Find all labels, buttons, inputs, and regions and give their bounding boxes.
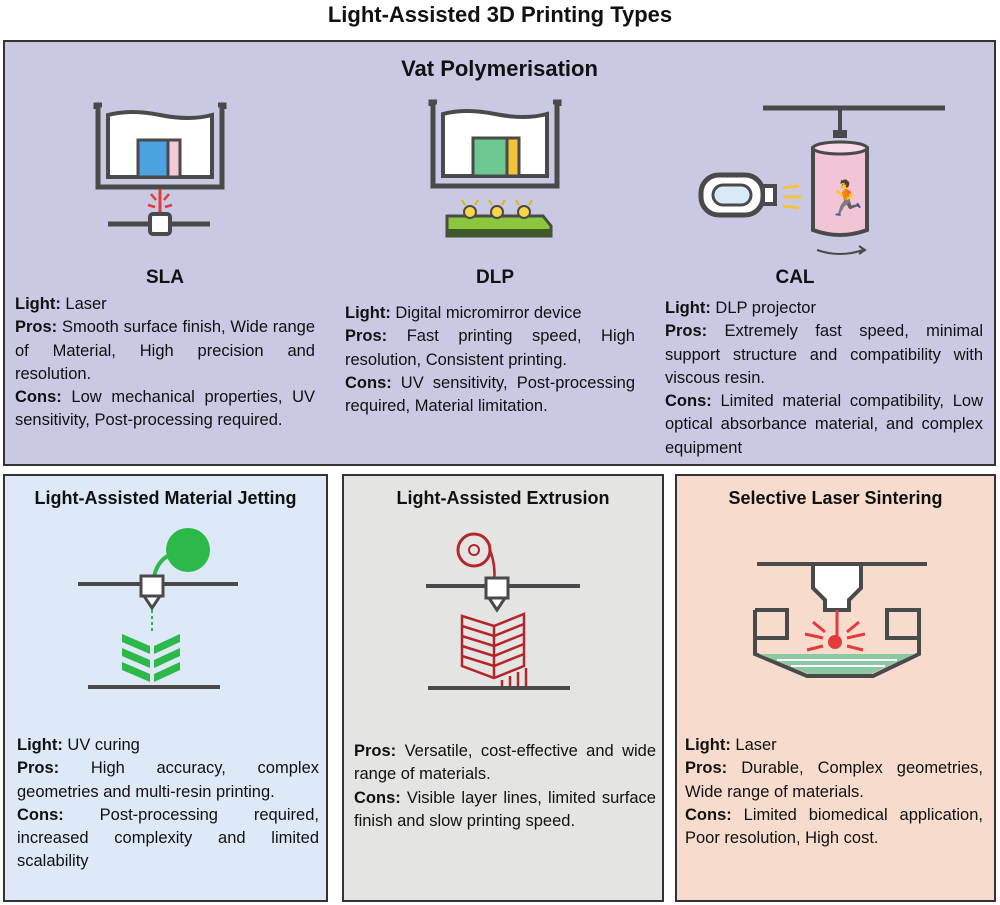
jetting-cons-text: Post-processing required, increased comp…: [17, 805, 319, 871]
cal-title: CAL: [775, 267, 815, 288]
svg-text:🏃: 🏃: [825, 179, 867, 219]
cal-light-label: Light:: [665, 299, 711, 317]
sla-cons-text: Low mechanical properties, UV sensitivit…: [15, 388, 315, 430]
vat-title: Vat Polymerisation: [401, 56, 598, 81]
sla-description: Light: Laser Pros: Smooth surface finish…: [15, 293, 315, 433]
cal-light-value: DLP projector: [710, 299, 816, 317]
sls-pros-label: Pros:: [685, 759, 728, 778]
dlp-pros-label: Pros:: [345, 327, 388, 346]
material-jetting-icon: [78, 528, 238, 689]
jetting-pros-label: Pros:: [17, 759, 60, 778]
sla-printer-icon: [93, 102, 227, 236]
cal-pros-label: Pros:: [665, 322, 708, 341]
dlp-printer-icon: [428, 99, 562, 238]
cal-printer-icon: 🏃: [698, 105, 945, 255]
cal-description: Light: DLP projector Pros: Extremely fas…: [665, 297, 983, 460]
extrusion-pros-text: Versatile, cost-effective and wide range…: [354, 742, 656, 784]
cal-cons-text: Limited material compatibility, Low opti…: [665, 392, 983, 457]
extrusion-panel: Light-Assisted Extrusion Pros: Versatile…: [342, 474, 664, 902]
cal-pros-text: Extremely fast speed, minimal support st…: [665, 322, 983, 387]
jetting-title: Light-Assisted Material Jetting: [34, 488, 297, 508]
dlp-cons-text: UV sensitivity, Post-processing required…: [345, 373, 635, 416]
sls-light-label: Light:: [685, 736, 731, 754]
extrusion-pros-label: Pros:: [354, 742, 397, 760]
sls-icon: [753, 562, 927, 678]
sls-cons-text: Limited biomedical application, Poor res…: [685, 805, 983, 848]
sla-light-value: Laser: [60, 295, 107, 313]
dlp-pros-text: Fast printing speed, High resolution, Co…: [345, 327, 635, 369]
sls-title: Selective Laser Sintering: [728, 488, 943, 508]
sls-pros-text: Durable, Complex geometries, Wide range …: [685, 759, 983, 801]
extrusion-title: Light-Assisted Extrusion: [396, 488, 610, 508]
dlp-light-value: Digital micromirror device: [390, 304, 582, 322]
jetting-light-value: UV curing: [62, 736, 140, 754]
dlp-description: Light: Digital micromirror device Pros: …: [345, 302, 635, 418]
extrusion-cons-text: Visible layer lines, limited surface fin…: [354, 788, 656, 830]
sls-description: Light: Laser Pros: Durable, Complex geom…: [685, 734, 983, 850]
dlp-title: DLP: [476, 267, 514, 288]
dlp-light-label: Light:: [345, 304, 391, 322]
sla-cons-label: Cons:: [15, 388, 62, 407]
sla-light-label: Light:: [15, 295, 61, 313]
sla-title: SLA: [146, 267, 184, 288]
extrusion-icon: [426, 532, 580, 690]
jetting-cons-label: Cons:: [17, 805, 64, 824]
jetting-description: Light: UV curing Pros: High accuracy, co…: [17, 734, 319, 874]
dlp-cons-label: Cons:: [345, 373, 392, 392]
material-jetting-panel: Light-Assisted Material Jetting Light: U…: [3, 474, 328, 902]
vat-polymerisation-panel: Vat Polymerisation 🏃: [3, 40, 996, 466]
page-title: Light-Assisted 3D Printing Types: [327, 2, 673, 27]
extrusion-cons-label: Cons:: [354, 788, 401, 807]
sla-pros-label: Pros:: [15, 318, 58, 337]
sls-panel: Selective Laser Sintering Light: Laser P…: [675, 474, 996, 902]
cal-cons-label: Cons:: [665, 392, 712, 411]
jetting-pros-text: High accuracy, complex geometries and mu…: [17, 759, 319, 801]
extrusion-description: Pros: Versatile, cost-effective and wide…: [354, 740, 656, 833]
sls-cons-label: Cons:: [685, 805, 732, 824]
sls-light-value: Laser: [730, 736, 777, 754]
jetting-light-label: Light:: [17, 736, 63, 754]
sla-pros-text: Smooth surface finish, Wide range of Mat…: [15, 318, 315, 383]
